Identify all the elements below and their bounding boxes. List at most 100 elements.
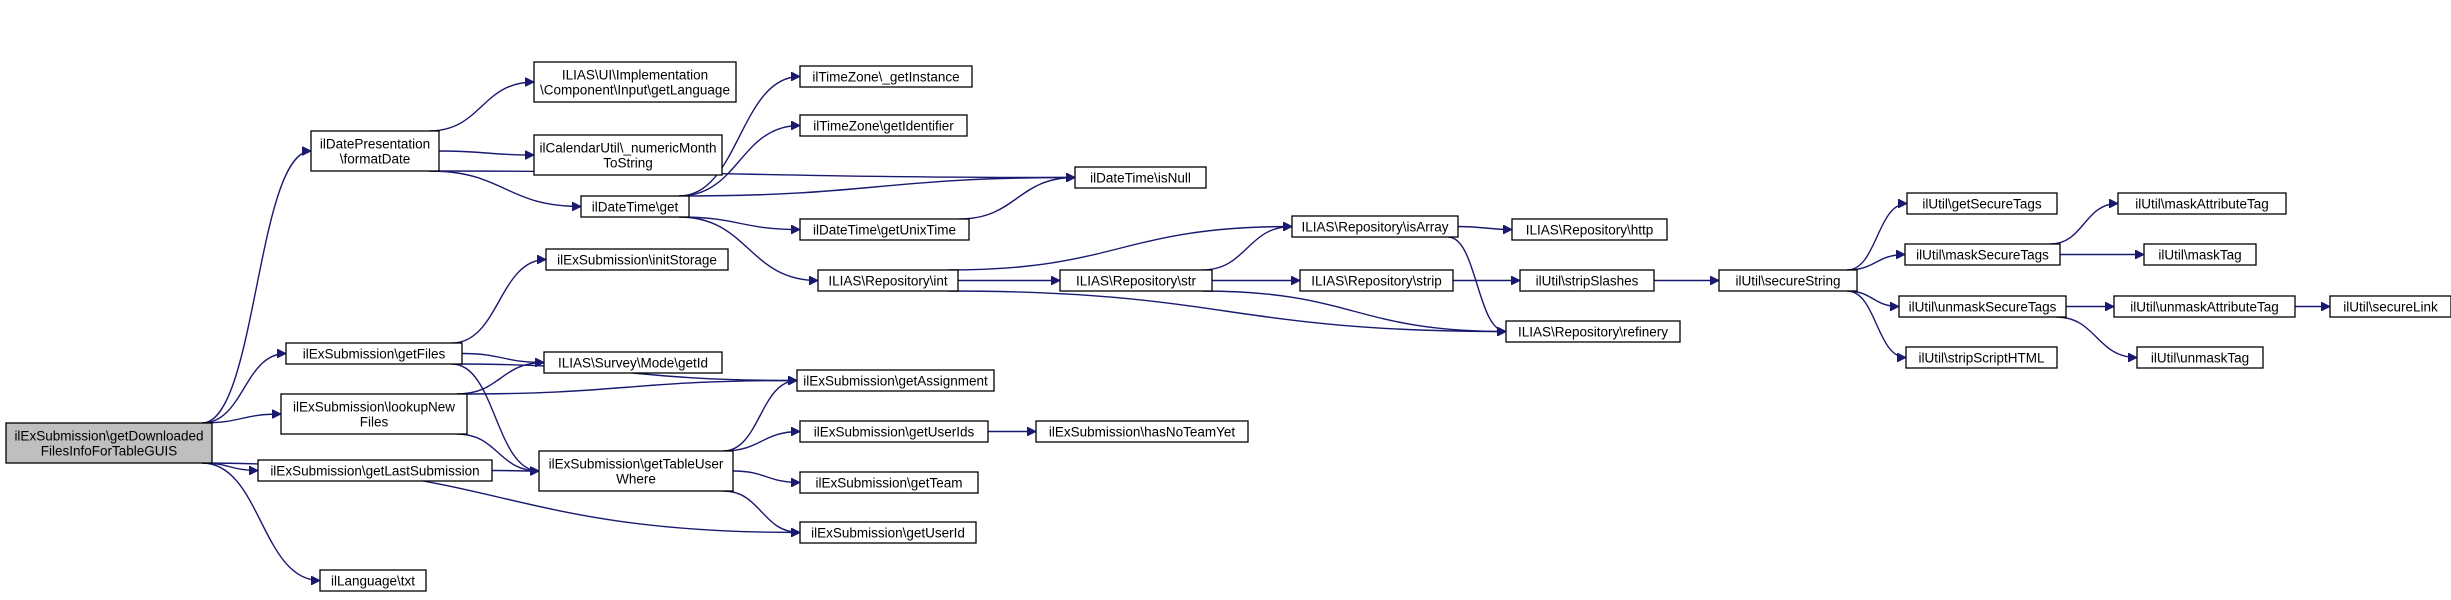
node-unmaskTag[interactable]: ilUtil\unmaskTag xyxy=(2136,346,2264,369)
node-box xyxy=(1906,192,2058,215)
edge-maskSecureTags-to-maskAttributeTag xyxy=(2049,204,2118,245)
edge-repoStr-to-repoRefinery xyxy=(1201,290,1506,332)
node-maskTag[interactable]: ilUtil\maskTag xyxy=(2143,243,2257,266)
node-box xyxy=(1074,166,1207,189)
edge-lookupNewFiles-to-surveyGetId xyxy=(456,363,544,395)
node-secureString[interactable]: ilUtil\secureString xyxy=(1718,269,1858,292)
edge-repoInt-to-repoRefinery xyxy=(947,290,1506,332)
node-repoIsArray[interactable]: ILIAS\Repository\isArray xyxy=(1291,215,1459,238)
node-box xyxy=(1718,269,1858,292)
edge-dtGetUnixTime-to-dtIsNull xyxy=(958,178,1075,220)
node-label: ilDateTime\getUnixTime xyxy=(813,223,956,238)
node-stripScriptHTML[interactable]: ilUtil\stripScriptHTML xyxy=(1905,346,2058,369)
node-label: ilExSubmission\getLastSubmission xyxy=(270,464,479,479)
edge-getFiles-to-initStorage xyxy=(451,260,546,344)
edge-repoStr-to-repoIsArray xyxy=(1201,227,1292,271)
node-label: ilExSubmission\initStorage xyxy=(557,253,717,268)
node-unmaskAttributeTag[interactable]: ilUtil\unmaskAttributeTag xyxy=(2113,295,2296,318)
node-box xyxy=(580,195,690,218)
node-maskSecureTags[interactable]: ilUtil\maskSecureTags xyxy=(1904,243,2061,266)
node-repoStr[interactable]: ILIAS\Repository\str xyxy=(1059,269,1213,292)
node-label: ILIAS\Repository\refinery xyxy=(1518,325,1668,340)
node-repoRefinery[interactable]: ILIAS\Repository\refinery xyxy=(1505,320,1681,343)
node-box xyxy=(2113,295,2296,318)
node-dtIsNull[interactable]: ilDateTime\isNull xyxy=(1074,166,1207,189)
edge-formatDate-to-getLanguage xyxy=(428,82,534,132)
node-dtGet[interactable]: ilDateTime\get xyxy=(580,195,690,218)
node-hasNoTeamYet[interactable]: ilExSubmission\hasNoTeamYet xyxy=(1035,420,1249,443)
node-unmaskSecureTags[interactable]: ilUtil\unmaskSecureTags xyxy=(1898,295,2067,318)
node-label: ilUtil\secureString xyxy=(1735,274,1840,289)
node-label: Where xyxy=(616,472,656,487)
node-getTeam[interactable]: ilExSubmission\getTeam xyxy=(799,471,979,494)
edge-formatDate-to-dtIsNull xyxy=(428,170,1075,178)
node-label: ilExSubmission\lookupNew xyxy=(293,400,455,415)
node-secureLink[interactable]: ilUtil\secureLink xyxy=(2329,295,2451,318)
node-box xyxy=(1898,295,2067,318)
node-label: ilDateTime\get xyxy=(592,200,679,215)
edge-dtGet-to-tzGetInstance xyxy=(678,77,800,197)
node-tzGetInstance[interactable]: ilTimeZone\_getInstance xyxy=(799,65,973,88)
edge-getFiles-to-getTableUserWhere xyxy=(451,363,539,471)
node-box xyxy=(1905,346,2058,369)
node-initStorage[interactable]: ilExSubmission\initStorage xyxy=(545,248,729,271)
edge-root-to-getFiles xyxy=(201,354,286,424)
node-label: ilUtil\stripScriptHTML xyxy=(1918,351,2045,366)
node-box xyxy=(1035,420,1249,443)
node-box xyxy=(796,369,995,392)
node-box xyxy=(1299,269,1454,292)
node-label: ilUtil\unmaskAttributeTag xyxy=(2130,300,2279,315)
node-repoHttp[interactable]: ILIAS\Repository\http xyxy=(1511,218,1668,241)
node-getLastSubmission[interactable]: ilExSubmission\getLastSubmission xyxy=(257,459,493,482)
node-getFiles[interactable]: ilExSubmission\getFiles xyxy=(285,342,463,365)
node-label: ilDateTime\isNull xyxy=(1090,171,1191,186)
node-getAssignment[interactable]: ilExSubmission\getAssignment xyxy=(796,369,995,392)
node-box xyxy=(533,134,723,176)
node-label: ilExSubmission\getFiles xyxy=(303,347,446,362)
edge-root-to-formatDate xyxy=(201,151,311,424)
node-box xyxy=(1059,269,1213,292)
edge-lookupNewFiles-to-getTableUserWhere xyxy=(456,433,539,471)
node-repoInt[interactable]: ILIAS\Repository\int xyxy=(817,269,959,292)
node-label: ilUtil\unmaskTag xyxy=(2151,351,2249,366)
node-label: ilTimeZone\_getInstance xyxy=(812,70,959,85)
edge-root-to-lookupNewFiles xyxy=(201,414,281,424)
node-getUserIds[interactable]: ilExSubmission\getUserIds xyxy=(799,420,989,443)
node-surveyGetId[interactable]: ILIAS\Survey\Mode\getId xyxy=(543,351,723,374)
node-box xyxy=(1904,243,2061,266)
node-label: ilDatePresentation xyxy=(320,137,430,152)
node-label: FilesInfoForTableGUIS xyxy=(41,444,178,459)
edge-formatDate-to-dtGet xyxy=(428,170,581,207)
edge-getTableUserWhere-to-getTeam xyxy=(732,470,800,483)
node-label: ilUtil\maskSecureTags xyxy=(1916,248,2049,263)
node-root[interactable]: ilExSubmission\getDownloadedFilesInfoFor… xyxy=(5,422,213,464)
node-tzGetIdentifier[interactable]: ilTimeZone\getIdentifier xyxy=(799,114,968,137)
node-box xyxy=(545,248,729,271)
node-box xyxy=(817,269,959,292)
node-langTxt[interactable]: ilLanguage\txt xyxy=(319,569,427,592)
edge-dtGet-to-dtIsNull xyxy=(678,178,1075,197)
edge-dtGet-to-dtGetUnixTime xyxy=(678,216,800,230)
node-maskAttributeTag[interactable]: ilUtil\maskAttributeTag xyxy=(2117,192,2287,215)
node-getSecureTags[interactable]: ilUtil\getSecureTags xyxy=(1906,192,2058,215)
edge-repoIsArray-to-repoRefinery xyxy=(1447,236,1507,332)
node-dtGetUnixTime[interactable]: ilDateTime\getUnixTime xyxy=(799,218,970,241)
node-label: ilUtil\stripSlashes xyxy=(1536,274,1639,289)
node-stripSlashes[interactable]: ilUtil\stripSlashes xyxy=(1519,269,1655,292)
node-label: \Component\Input\getLanguage xyxy=(540,83,730,98)
node-label: ILIAS\Repository\int xyxy=(828,274,948,289)
edge-lookupNewFiles-to-getAssignment xyxy=(456,381,797,395)
node-getLanguage[interactable]: ILIAS\UI\Implementation\Component\Input\… xyxy=(533,61,737,103)
node-formatDate[interactable]: ilDatePresentation\formatDate xyxy=(310,130,440,172)
node-box xyxy=(5,422,213,464)
node-label: ILIAS\Repository\str xyxy=(1076,274,1197,289)
node-box xyxy=(280,393,468,435)
node-repoStrip[interactable]: ILIAS\Repository\strip xyxy=(1299,269,1454,292)
edge-repoIsArray-to-repoHttp xyxy=(1457,227,1512,230)
node-label: ILIAS\UI\Implementation xyxy=(562,68,708,83)
node-getUserId[interactable]: ilExSubmission\getUserId xyxy=(799,521,977,544)
